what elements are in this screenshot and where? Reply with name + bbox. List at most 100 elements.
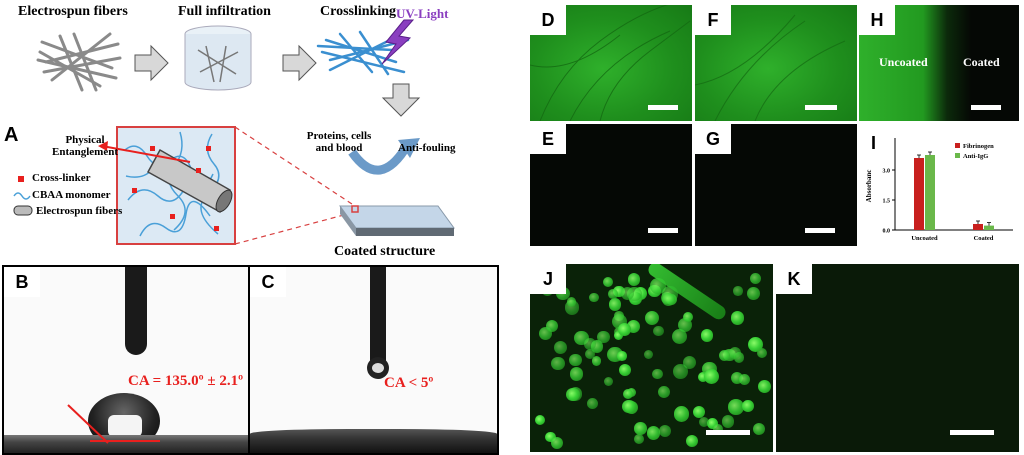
cell: [673, 406, 690, 422]
cell: [682, 311, 693, 322]
legend-label: Anti-IgG: [963, 153, 988, 160]
cell: [569, 367, 584, 381]
physical-entanglement-label: Physical Entanglement: [52, 134, 118, 158]
cell: [608, 289, 618, 300]
panel-k: K: [776, 264, 1019, 452]
cell: [566, 387, 580, 402]
coated-structure-label: Coated structure: [334, 244, 436, 259]
cell: [651, 368, 663, 380]
cell: [634, 434, 645, 445]
y-tick-label: 3.0: [883, 169, 891, 175]
cell: [733, 286, 743, 296]
cell: [584, 348, 595, 359]
bar: [973, 224, 983, 230]
cell: [604, 376, 614, 386]
cell: [757, 379, 771, 393]
legend-crosslinker: Cross-linker: [32, 172, 91, 184]
cell: [545, 431, 556, 442]
panel-letter-b: B: [4, 267, 40, 297]
legend-swatch: [955, 153, 960, 158]
antifouling-label: Anti-fouling: [398, 142, 456, 154]
legend-swatch: [955, 143, 960, 148]
cell: [589, 292, 599, 302]
bar: [914, 158, 924, 230]
cell: [671, 328, 688, 345]
cell: [569, 354, 582, 367]
panel-letter-i: I: [859, 128, 891, 158]
bar: [984, 225, 994, 230]
cell: [534, 415, 545, 426]
antifouling-arrow-icon: [348, 141, 412, 175]
cell: [756, 347, 767, 358]
cell: [692, 405, 706, 419]
cell: [739, 373, 751, 385]
cell: [703, 368, 719, 384]
entanglement-pointer: [101, 145, 191, 163]
cell: [613, 330, 623, 341]
bar: [925, 155, 935, 230]
cell: [592, 356, 602, 366]
contact-angle-frame: CA = 135.0º ± 2.1º B CA < 5º C: [2, 265, 499, 455]
cell: [747, 287, 760, 300]
schematic-graphics: [13, 19, 455, 245]
cell: [742, 400, 755, 412]
cell: [645, 311, 660, 326]
step-title-infiltration: Full infiltration: [178, 4, 271, 19]
cell: [584, 338, 597, 351]
panel-c: CA < 5º C: [250, 267, 497, 453]
panel-b: CA = 135.0º ± 2.1º B: [4, 267, 250, 453]
cell: [634, 422, 647, 435]
cell: [707, 417, 719, 429]
panel-letter-j: J: [530, 264, 566, 294]
crosslinker-dots: [132, 146, 219, 231]
step-title-electrospun: Electrospun fibers: [18, 4, 128, 19]
cell: [619, 363, 632, 376]
y-tick-label: 1.5: [883, 199, 891, 205]
fiber-in-zoom: [146, 148, 233, 214]
cell: [683, 355, 697, 369]
cell: [659, 425, 672, 438]
crosslinked-mesh-icon: [316, 30, 410, 76]
panel-j: J: [530, 264, 773, 452]
panel-a: Electrospun fibers Full infiltration Cro…: [0, 0, 520, 262]
legend-cbaa-monomer: CBAA monomer: [32, 189, 111, 201]
cell: [566, 297, 577, 307]
legend-label: Fibrinogen: [963, 143, 994, 150]
panel-letter-c: C: [250, 267, 286, 297]
cell: [617, 322, 632, 337]
cell: [730, 311, 745, 325]
panel-e: E: [530, 124, 692, 246]
panel-letter-k: K: [776, 264, 812, 294]
cell: [597, 330, 610, 344]
proteins-label: Proteins, cells and blood: [306, 130, 372, 154]
cell: [646, 426, 661, 440]
x-tick-label: Coated: [974, 235, 994, 242]
cell: [587, 398, 599, 410]
cell: [617, 351, 627, 361]
cell: [620, 286, 635, 301]
coated-structure-icon: [339, 205, 455, 236]
fiber-bundle-icon: [36, 32, 122, 92]
cell-field: [530, 264, 773, 452]
cell: [752, 422, 765, 435]
cell: [733, 352, 745, 363]
cell: [551, 356, 565, 371]
cell: [622, 388, 634, 400]
y-tick-label: 0.0: [883, 229, 891, 235]
x-tick-label: Uncoated: [911, 235, 938, 242]
panel-g: G: [695, 124, 857, 246]
cell: [698, 416, 709, 427]
uv-lightning-icon: [381, 19, 415, 65]
cell: [662, 293, 676, 306]
cell: [729, 347, 742, 360]
cell: [672, 363, 688, 379]
panel-letter-h: H: [859, 5, 895, 35]
ca-value-b: CA = 135.0º ± 2.1º: [128, 373, 244, 389]
cell: [627, 273, 641, 286]
cell: [700, 329, 714, 342]
uncoated-label: Uncoated: [879, 55, 928, 69]
cell: [613, 285, 625, 297]
panel-h: H Uncoated Coated: [859, 5, 1019, 121]
